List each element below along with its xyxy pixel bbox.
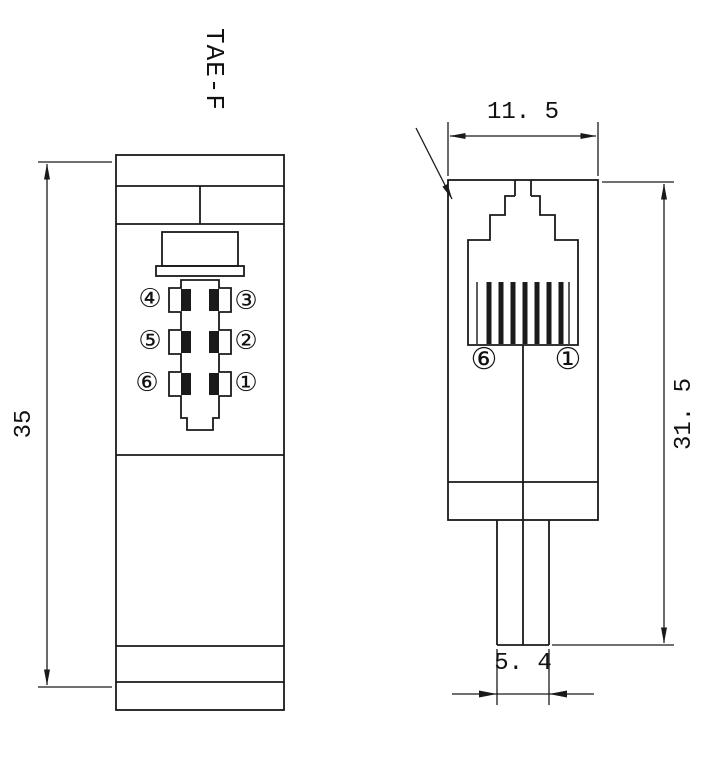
tae-contact-pad (209, 331, 219, 353)
pin-number-2: ② (234, 326, 257, 356)
plug-pin-number-6: ⑥ (471, 342, 498, 377)
tae-f-label: TAE-F (199, 28, 229, 111)
tae-contact-pad (209, 373, 219, 395)
right-view-rj-plug: ⑥ ① 11. 5 31. 5 5. 4 (415, 99, 698, 705)
tae-socket-cavity (168, 279, 232, 431)
pin-number-3: ③ (234, 286, 257, 316)
tae-contact-pad (181, 373, 191, 395)
left-view-tae-f: TAE-F ④ ③ ⑤ ② ⑥ ① 35 (11, 28, 285, 711)
tae-contact-pad (209, 289, 219, 311)
tae-plug-guide-band (155, 265, 245, 277)
plug-pin-number-1: ① (555, 342, 582, 377)
pin-number-5: ⑤ (138, 326, 161, 356)
dim-5-4-arrow-right (549, 690, 567, 698)
dim-5-4-arrow-left (479, 690, 497, 698)
tae-contact-pad (181, 331, 191, 353)
tae-plug-guide (161, 231, 239, 267)
tae-body-outline (115, 154, 285, 711)
pin-number-6: ⑥ (135, 368, 158, 398)
dim-11-5-value: 11. 5 (487, 99, 559, 126)
dim-35-value: 35 (11, 410, 38, 439)
pin-number-1: ① (234, 368, 257, 398)
dim-5-4-value: 5. 4 (494, 650, 552, 677)
tae-contact-pad (181, 289, 191, 311)
pin-number-4: ④ (138, 284, 161, 314)
leader-arrow (415, 127, 453, 200)
dim-31-5-value: 31. 5 (671, 378, 698, 450)
